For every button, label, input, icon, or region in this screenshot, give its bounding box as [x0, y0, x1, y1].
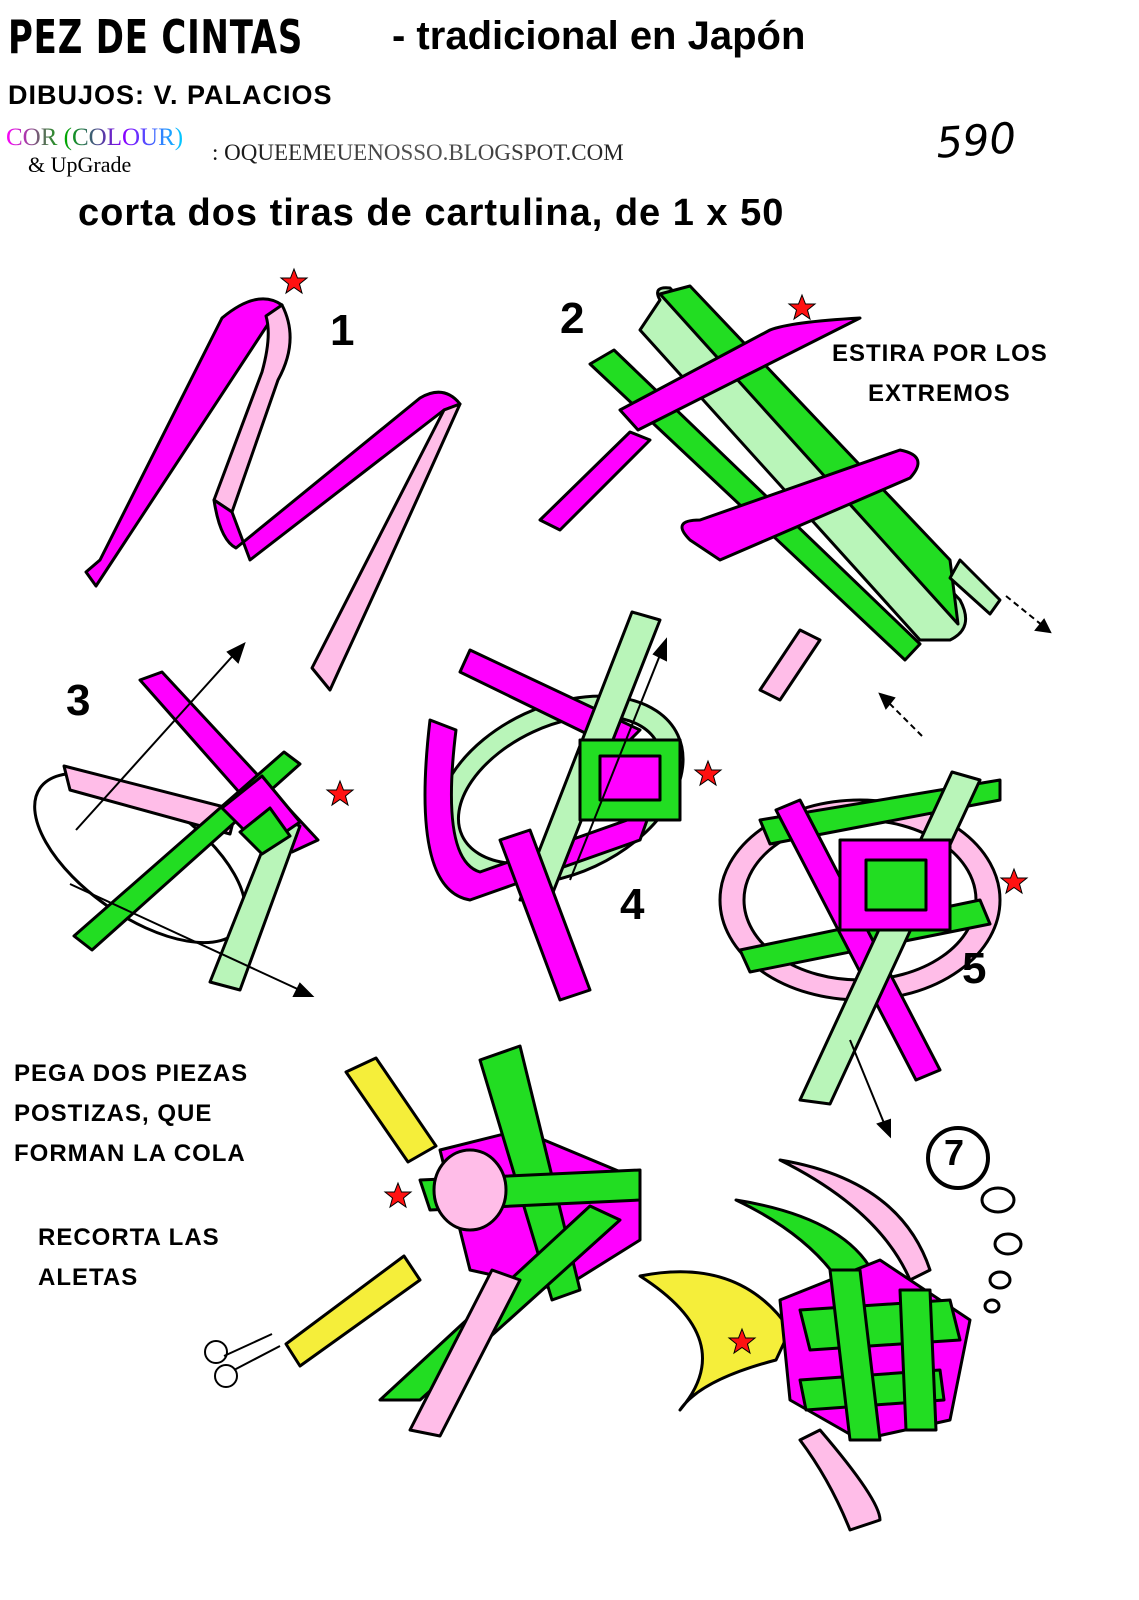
step4-weave — [423, 610, 685, 1002]
stretch-note-line1: ESTIRA POR LOS — [832, 340, 1048, 367]
step-number-1: 1 — [330, 306, 355, 355]
step-number-7: 7 — [944, 1132, 965, 1173]
step2-magenta-bottom — [680, 448, 920, 562]
scissors-icon — [204, 1333, 281, 1388]
step3-knot-green — [238, 806, 292, 856]
bubbles-icon — [980, 1186, 1023, 1314]
step-number-2: 2 — [560, 294, 585, 343]
step4-magenta-loop — [423, 718, 652, 902]
tail-note-line2: POSTIZAS, QUE — [14, 1100, 213, 1127]
step4-arrow — [569, 637, 667, 881]
step3-arrows — [69, 642, 315, 997]
step1-strip — [84, 297, 462, 692]
credits: DIBUJOS: V. PALACIOS — [8, 80, 333, 110]
step7-fish — [638, 1158, 972, 1532]
tail-note: PEGA DOS PIEZAS POSTIZAS, QUE FORMAN LA … — [14, 1054, 248, 1174]
star-icon — [788, 294, 816, 320]
upgrade-label: & UpGrade — [28, 152, 132, 177]
colour-label: COR (COLOUR) — [6, 124, 184, 151]
yellow-tail-piece-bottom — [284, 1254, 422, 1368]
fins-note-line1: RECORTA LAS — [38, 1224, 220, 1251]
step3-pink-strip — [62, 764, 238, 836]
step2-arrows — [878, 595, 1052, 737]
yellow-tail-icon — [638, 1270, 792, 1412]
star-icon — [1000, 868, 1028, 894]
page-subtitle: - tradicional en Japón — [392, 14, 806, 58]
page-title: PEZ DE CINTAS — [8, 10, 304, 64]
star-icon — [694, 760, 722, 786]
top-fin-pink — [778, 1158, 932, 1282]
step2-magenta-end — [538, 430, 652, 532]
star-icon — [326, 780, 354, 806]
step5-weave — [718, 770, 1002, 1106]
step6-pink-strip — [408, 1268, 522, 1438]
fins-note-line2: ALETAS — [38, 1264, 139, 1291]
step3-lightgreen-strip — [208, 814, 302, 992]
fish-green-band-1 — [798, 1298, 962, 1352]
step7-number-circle — [926, 1126, 990, 1190]
step3-weave — [33, 670, 320, 992]
step-number-4: 4 — [620, 880, 645, 929]
step4-knot-inner — [598, 754, 662, 802]
bottom-fin — [798, 1428, 882, 1532]
yellow-tail-piece-top — [344, 1056, 438, 1164]
blog-url: : OQUEEMEUENOSSO.BLOGSPOT.COM — [212, 140, 624, 165]
stretch-note: ESTIRA POR LOS EXTREMOS — [832, 334, 1048, 414]
stretch-note-line2: EXTREMOS — [868, 380, 1011, 407]
fins-note: RECORTA LAS ALETAS — [38, 1218, 220, 1298]
step-number-3: 3 — [66, 676, 91, 725]
step1-strip-tail — [310, 402, 462, 692]
step2-magenta-top — [618, 316, 862, 432]
step2-pink-end — [758, 628, 822, 702]
tail-note-line3: FORMAN LA COLA — [14, 1140, 246, 1167]
step6-assembly — [284, 1044, 642, 1438]
step2-lightgreen-end — [948, 558, 1002, 616]
step5-arrow — [849, 1039, 891, 1139]
star-icon — [280, 268, 308, 294]
star-icon — [384, 1182, 412, 1208]
step-number-5: 5 — [962, 944, 987, 993]
tail-note-line1: PEGA DOS PIEZAS — [14, 1060, 249, 1087]
fish-green-band-3 — [828, 1268, 882, 1442]
step2-weave — [538, 284, 1002, 702]
step5-magenta-diagonal — [774, 798, 942, 1082]
instruction-text: corta dos tiras de cartulina, de 1 x 50 — [78, 192, 785, 234]
step4-magenta-down — [498, 828, 592, 1002]
step5-knot-inner — [864, 858, 928, 912]
fish-green-band-4 — [898, 1288, 938, 1432]
